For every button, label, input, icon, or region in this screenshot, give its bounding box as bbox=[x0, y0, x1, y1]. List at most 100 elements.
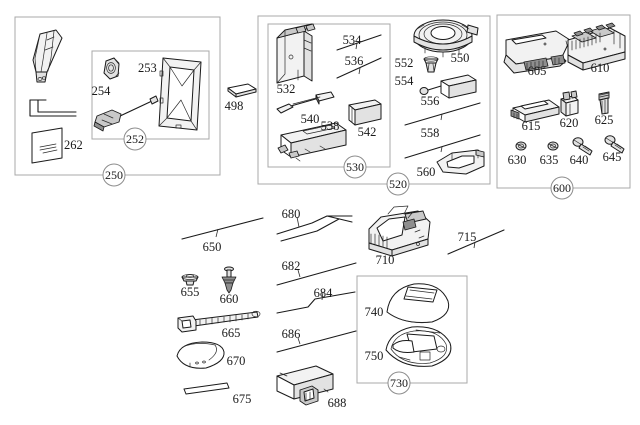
badge-label-530: 530 bbox=[346, 160, 364, 174]
group-badge-600: 600 bbox=[550, 176, 574, 200]
part-graphic-control-unit-605 bbox=[503, 30, 571, 74]
group-box-530 bbox=[267, 23, 391, 168]
label-740: 740 bbox=[365, 305, 384, 319]
label-253: 253 bbox=[138, 61, 157, 75]
part-graphic-cable-latch-assy bbox=[93, 95, 159, 132]
part-graphic-plate-675 bbox=[183, 382, 230, 395]
label-558: 558 bbox=[421, 126, 440, 140]
label-625: 625 bbox=[595, 113, 614, 127]
part-graphic-antenna-base-750 bbox=[385, 326, 452, 367]
label-635: 635 bbox=[540, 153, 559, 167]
part-graphic-frame-253 bbox=[158, 57, 202, 131]
part-graphic-screw-554 bbox=[419, 85, 442, 95]
group-badge-530: 530 bbox=[343, 155, 367, 179]
part-graphic-cap-655 bbox=[181, 274, 199, 286]
label-675: 675 bbox=[233, 392, 252, 406]
part-graphic-bolt-645 bbox=[604, 135, 625, 154]
part-graphic-gasket-670 bbox=[176, 341, 225, 369]
group-badge-250: 250 bbox=[102, 163, 126, 187]
part-graphic-tuner-710 bbox=[368, 205, 431, 257]
label-665: 665 bbox=[222, 326, 241, 340]
label-532: 532 bbox=[277, 82, 296, 96]
label-540: 540 bbox=[301, 112, 320, 126]
part-graphic-module-556-body bbox=[440, 74, 477, 99]
part-graphic-latch-254 bbox=[103, 57, 120, 80]
label-550: 550 bbox=[451, 51, 470, 65]
group-box-520 bbox=[257, 15, 491, 185]
part-graphic-module-542 bbox=[348, 99, 382, 126]
badge-label-520: 520 bbox=[389, 177, 407, 191]
label-630: 630 bbox=[508, 153, 527, 167]
label-552: 552 bbox=[395, 56, 414, 70]
label-682: 682 bbox=[282, 259, 301, 273]
group-box-730 bbox=[356, 275, 468, 384]
label-498: 498 bbox=[225, 99, 244, 113]
group-badge-520: 520 bbox=[386, 172, 410, 196]
part-graphic-relay-620 bbox=[560, 90, 579, 117]
part-graphic-bolt-640 bbox=[572, 137, 593, 156]
part-graphic-cable-534 bbox=[336, 34, 382, 51]
group-badge-252: 252 bbox=[123, 127, 147, 151]
label-655: 655 bbox=[181, 285, 200, 299]
part-graphic-fuse-block-610 bbox=[567, 22, 626, 71]
part-graphic-wire-680 bbox=[276, 215, 353, 242]
label-560: 560 bbox=[417, 165, 436, 179]
group-box-252 bbox=[91, 50, 210, 140]
label-542: 542 bbox=[358, 125, 377, 139]
part-graphic-speaker-550 bbox=[413, 19, 479, 58]
label-538: 538 bbox=[321, 119, 340, 133]
label-688: 688 bbox=[328, 396, 347, 410]
badge-label-730: 730 bbox=[390, 376, 408, 390]
label-254: 254 bbox=[92, 84, 112, 98]
label-605: 605 bbox=[528, 64, 547, 78]
label-750: 750 bbox=[365, 349, 384, 363]
part-graphic-wire-682 bbox=[276, 262, 357, 286]
label-262: 262 bbox=[64, 138, 83, 152]
label-645: 645 bbox=[603, 150, 622, 164]
part-graphic-module-532 bbox=[276, 23, 316, 84]
label-610: 610 bbox=[591, 61, 610, 75]
label-554: 554 bbox=[395, 74, 415, 88]
part-graphic-wire-650 bbox=[181, 217, 264, 240]
badge-label-252: 252 bbox=[126, 132, 144, 146]
part-graphic-cable-536 bbox=[336, 57, 382, 79]
part-graphic-grommet-552 bbox=[423, 56, 439, 73]
label-620: 620 bbox=[560, 116, 579, 130]
part-graphic-antenna-cover-740 bbox=[386, 283, 450, 323]
part-graphic-cable-tie-665 bbox=[177, 310, 261, 333]
label-556: 556 bbox=[421, 94, 440, 108]
label-680: 680 bbox=[282, 207, 301, 221]
part-graphic-bracket-540 bbox=[276, 91, 335, 114]
label-670: 670 bbox=[227, 354, 246, 368]
badge-label-250: 250 bbox=[105, 168, 123, 182]
part-graphic-nut-635 bbox=[547, 141, 559, 151]
part-graphic-bracket-262 bbox=[29, 99, 77, 164]
label-686: 686 bbox=[282, 327, 301, 341]
part-graphic-sensor-625 bbox=[598, 91, 610, 115]
label-615: 615 bbox=[522, 119, 541, 133]
group-badge-730: 730 bbox=[387, 371, 411, 395]
label-640: 640 bbox=[570, 153, 589, 167]
part-graphic-cable-558 bbox=[404, 134, 481, 159]
part-graphic-nut-630 bbox=[515, 141, 527, 151]
label-650: 650 bbox=[203, 240, 222, 254]
part-graphic-cable-556 bbox=[404, 102, 481, 126]
badge-label-600: 600 bbox=[553, 181, 571, 195]
part-graphic-sensor-top bbox=[32, 29, 63, 83]
part-graphic-module-615 bbox=[510, 99, 560, 123]
part-number-labels: 253 254 262 498 532 534 536 538 540 542 … bbox=[64, 33, 621, 410]
label-684: 684 bbox=[314, 286, 334, 300]
label-660: 660 bbox=[220, 292, 239, 306]
label-710: 710 bbox=[376, 253, 395, 267]
label-536: 536 bbox=[345, 54, 364, 68]
part-graphic-pad-498 bbox=[227, 83, 257, 98]
part-graphic-wire-684 bbox=[276, 291, 356, 314]
part-graphic-rivet-660 bbox=[221, 266, 237, 294]
part-graphic-control-module-688 bbox=[276, 365, 334, 406]
label-715: 715 bbox=[458, 230, 477, 244]
part-graphic-amplifier-538 bbox=[277, 122, 347, 162]
part-graphic-wire-686 bbox=[276, 330, 357, 353]
label-534: 534 bbox=[343, 33, 363, 47]
